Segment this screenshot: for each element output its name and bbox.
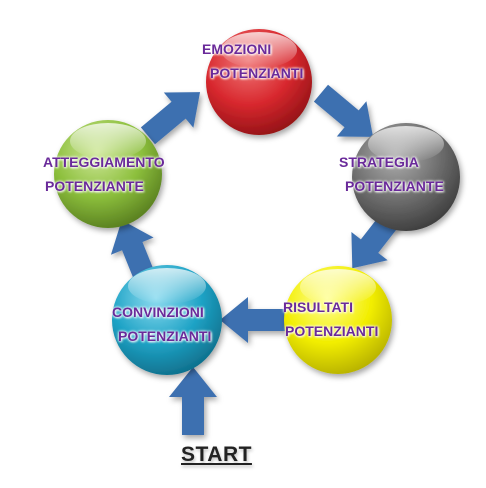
arrow-atteggiamento-to-emozioni — [140, 92, 201, 145]
label-strategia-line1: STRATEGIA — [339, 154, 419, 170]
node-emozioni — [206, 29, 312, 135]
node-strategia — [352, 123, 460, 231]
arrow-start-to-convinzioni — [169, 367, 217, 435]
node-atteggiamento — [54, 120, 162, 228]
start-label: START — [181, 443, 252, 466]
arrow-risultati-to-convinzioni — [220, 297, 288, 343]
label-emozioni-line2: POTENZIANTI — [210, 65, 304, 81]
label-convinzioni-line2: POTENZIANTI — [118, 328, 212, 344]
label-atteggiamento-line2: POTENZIANTE — [45, 178, 144, 194]
label-strategia-line2: POTENZIANTE — [345, 178, 444, 194]
arrow-emozioni-to-strategia — [313, 84, 374, 137]
arrow-convinzioni-to-atteggiamento — [110, 220, 155, 280]
label-atteggiamento-line1: ATTEGGIAMENTO — [43, 154, 165, 170]
node-convinzioni — [112, 265, 222, 375]
label-convinzioni-line1: CONVINZIONI — [112, 304, 204, 320]
node-risultati — [284, 266, 392, 374]
label-emozioni-line1: EMOZIONI — [202, 41, 272, 57]
label-risultati-line2: POTENZIANTI — [285, 323, 379, 339]
label-risultati-line1: RISULTATI — [283, 299, 353, 315]
